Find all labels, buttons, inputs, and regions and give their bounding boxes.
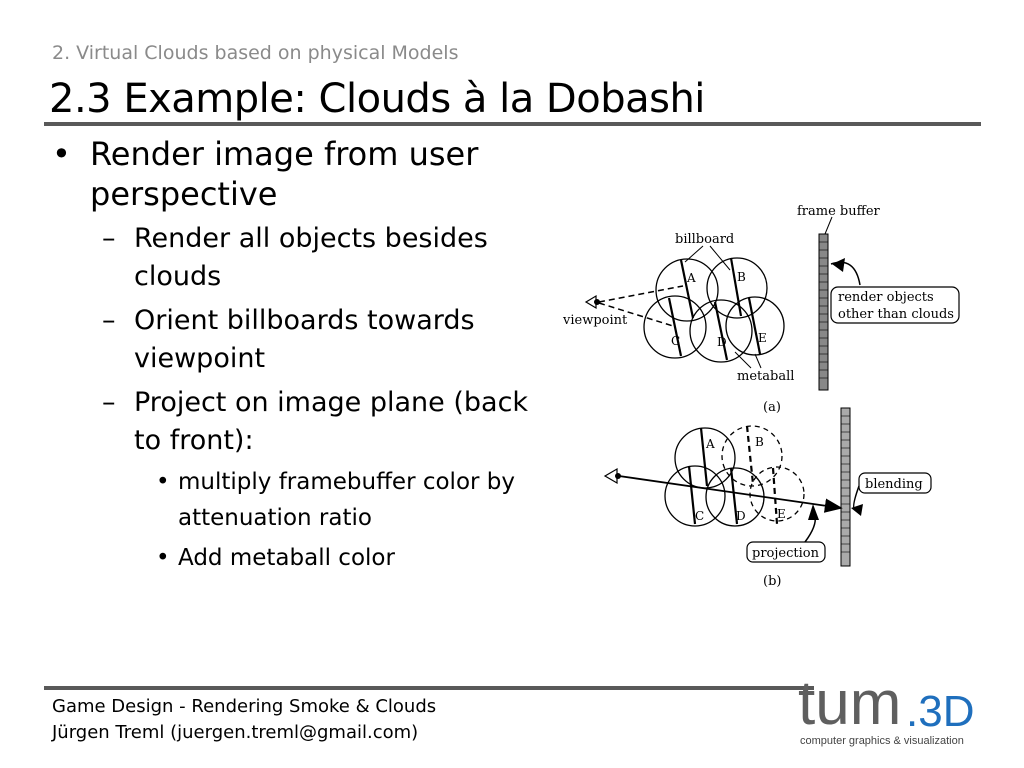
bullet-marker: • bbox=[156, 469, 170, 495]
projection-callout: projection bbox=[746, 504, 826, 563]
svg-text:C: C bbox=[695, 509, 704, 523]
bullet-project: – Project on image plane (back to front)… bbox=[52, 384, 552, 460]
viewpoint-eye bbox=[584, 294, 600, 310]
viewpoint-label: viewpoint bbox=[562, 313, 628, 328]
svg-text:C: C bbox=[671, 334, 680, 348]
footer-author: Jürgen Treml (juergen.treml@gmail.com) bbox=[52, 722, 419, 743]
bullet-render-image: • Render image from user perspective bbox=[52, 134, 552, 214]
bullet-add-color: • Add metaball color bbox=[52, 540, 552, 576]
viewpoint-eye-b bbox=[603, 467, 621, 485]
svg-text:E: E bbox=[777, 507, 786, 521]
bullet-text: Project on image plane (back to front): bbox=[134, 387, 529, 456]
view-rays bbox=[598, 285, 684, 327]
dash-marker: – bbox=[102, 387, 116, 418]
caption-a: (a) bbox=[763, 400, 781, 415]
projection-ray bbox=[618, 475, 843, 513]
bullet-list: • Render image from user perspective – R… bbox=[52, 134, 552, 576]
metaball-letters-b: A B C D E bbox=[695, 435, 786, 523]
metaball-circles-b bbox=[664, 427, 765, 527]
bullet-orient-billboards: – Orient billboards towards viewpoint bbox=[52, 302, 552, 378]
frame-buffer-strip bbox=[818, 233, 829, 391]
svg-text:B: B bbox=[737, 270, 746, 284]
caption-b: (b) bbox=[763, 574, 781, 589]
diagram-a: frame buffer billboard bbox=[562, 204, 960, 415]
bullet-text: Render all objects besides clouds bbox=[134, 223, 488, 292]
svg-text:D: D bbox=[736, 509, 746, 523]
svg-text:A: A bbox=[705, 437, 715, 451]
bullet-render-objects: – Render all objects besides clouds bbox=[52, 220, 552, 296]
title-divider bbox=[44, 122, 981, 126]
svg-text:E: E bbox=[758, 331, 767, 345]
bullet-text: Add metaball color bbox=[178, 545, 395, 571]
svg-text:A: A bbox=[686, 271, 696, 285]
bullet-text: Render image from user perspective bbox=[90, 135, 479, 213]
bullet-marker: • bbox=[156, 545, 170, 571]
slide-title: 2.3 Example: Clouds à la Dobashi bbox=[49, 76, 705, 122]
bullet-multiply: • multiply framebuffer color by attenuat… bbox=[52, 464, 552, 536]
svg-text:projection: projection bbox=[752, 546, 820, 561]
render-objects-callout: render objects other than clouds bbox=[830, 258, 960, 324]
bullet-text: multiply framebuffer color by attenuatio… bbox=[178, 469, 515, 531]
dash-marker: – bbox=[102, 223, 116, 254]
logo-3d: .3D bbox=[906, 687, 974, 736]
svg-text:other than clouds: other than clouds bbox=[838, 307, 954, 322]
metaball-label: metaball bbox=[737, 369, 794, 384]
footer-divider bbox=[44, 686, 814, 690]
svg-text:D: D bbox=[717, 335, 727, 349]
dash-marker: – bbox=[102, 305, 116, 336]
metaball-circles bbox=[643, 257, 785, 363]
tum-3d-logo: tum .3D computer graphics & visualizatio… bbox=[796, 662, 1006, 762]
dobashi-diagram: frame buffer billboard bbox=[555, 190, 1005, 600]
logo-tagline: computer graphics & visualization bbox=[800, 735, 964, 747]
metaball-letters: A B C D E bbox=[671, 270, 767, 349]
svg-text:blending: blending bbox=[865, 477, 923, 492]
frame-buffer-strip-b bbox=[840, 407, 851, 567]
footer-course: Game Design - Rendering Smoke & Clouds bbox=[52, 696, 437, 717]
svg-text:B: B bbox=[755, 435, 764, 449]
section-title: 2. Virtual Clouds based on physical Mode… bbox=[52, 42, 459, 64]
blending-callout: blending bbox=[851, 472, 932, 516]
diagram-b: A B C D E blending projectio bbox=[603, 407, 932, 589]
logo-tum: tum bbox=[798, 669, 901, 738]
billboards-b bbox=[687, 427, 739, 525]
bullet-marker: • bbox=[52, 135, 71, 173]
billboard-label: billboard bbox=[675, 232, 734, 247]
billboards bbox=[667, 257, 762, 361]
svg-text:render objects: render objects bbox=[838, 290, 934, 305]
frame-buffer-label: frame buffer bbox=[797, 204, 881, 219]
bullet-text: Orient billboards towards viewpoint bbox=[134, 305, 475, 374]
